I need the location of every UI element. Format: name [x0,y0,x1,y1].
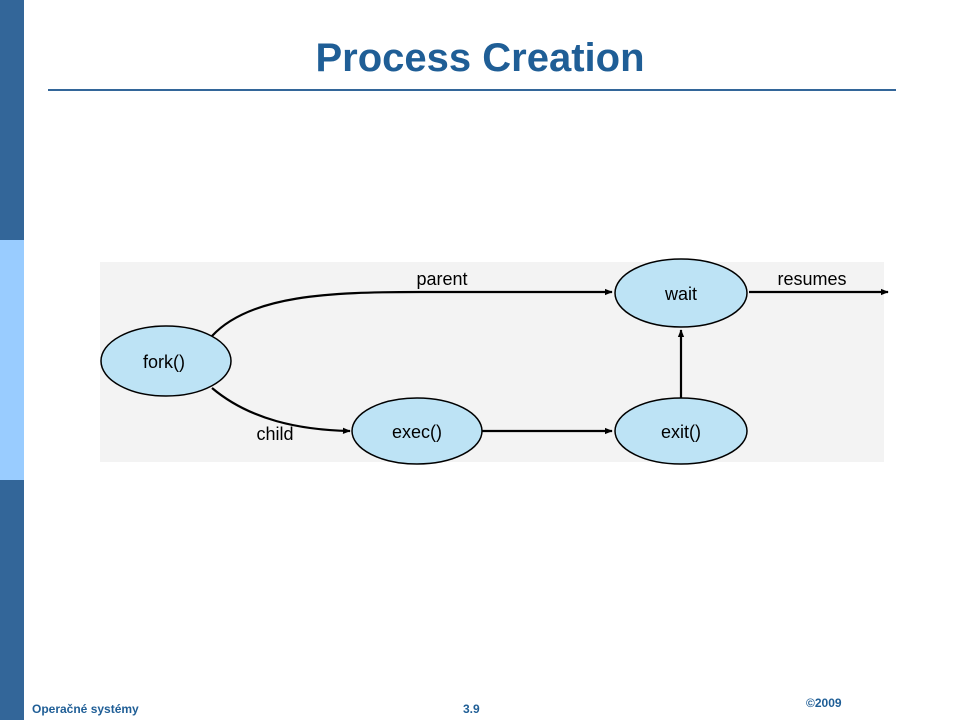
node-exit [614,397,748,465]
title-divider [48,89,896,91]
edge-child-label: child [256,424,293,444]
node-exit-label: exit() [661,422,701,442]
footer-course-name: Operačné systémy [32,702,139,716]
node-exec [351,397,483,465]
node-fork [100,325,232,397]
node-wait-label: wait [664,284,697,304]
node-exec-label: exec() [392,422,442,442]
node-fork-label: fork() [143,352,185,372]
slide-title: Process Creation [315,36,645,80]
node-wait [614,258,748,328]
sidebar-band-top [0,0,24,240]
edge-parent-label: parent [416,269,467,289]
footer-copyright: ©2009 [806,696,842,710]
footer-page-number: 3.9 [463,702,480,716]
sidebar-band-middle [0,240,24,480]
edge-parent [211,288,613,337]
edge-child [211,387,351,435]
sidebar-band-bottom [0,480,24,720]
edge-resumes-label: resumes [777,269,846,289]
